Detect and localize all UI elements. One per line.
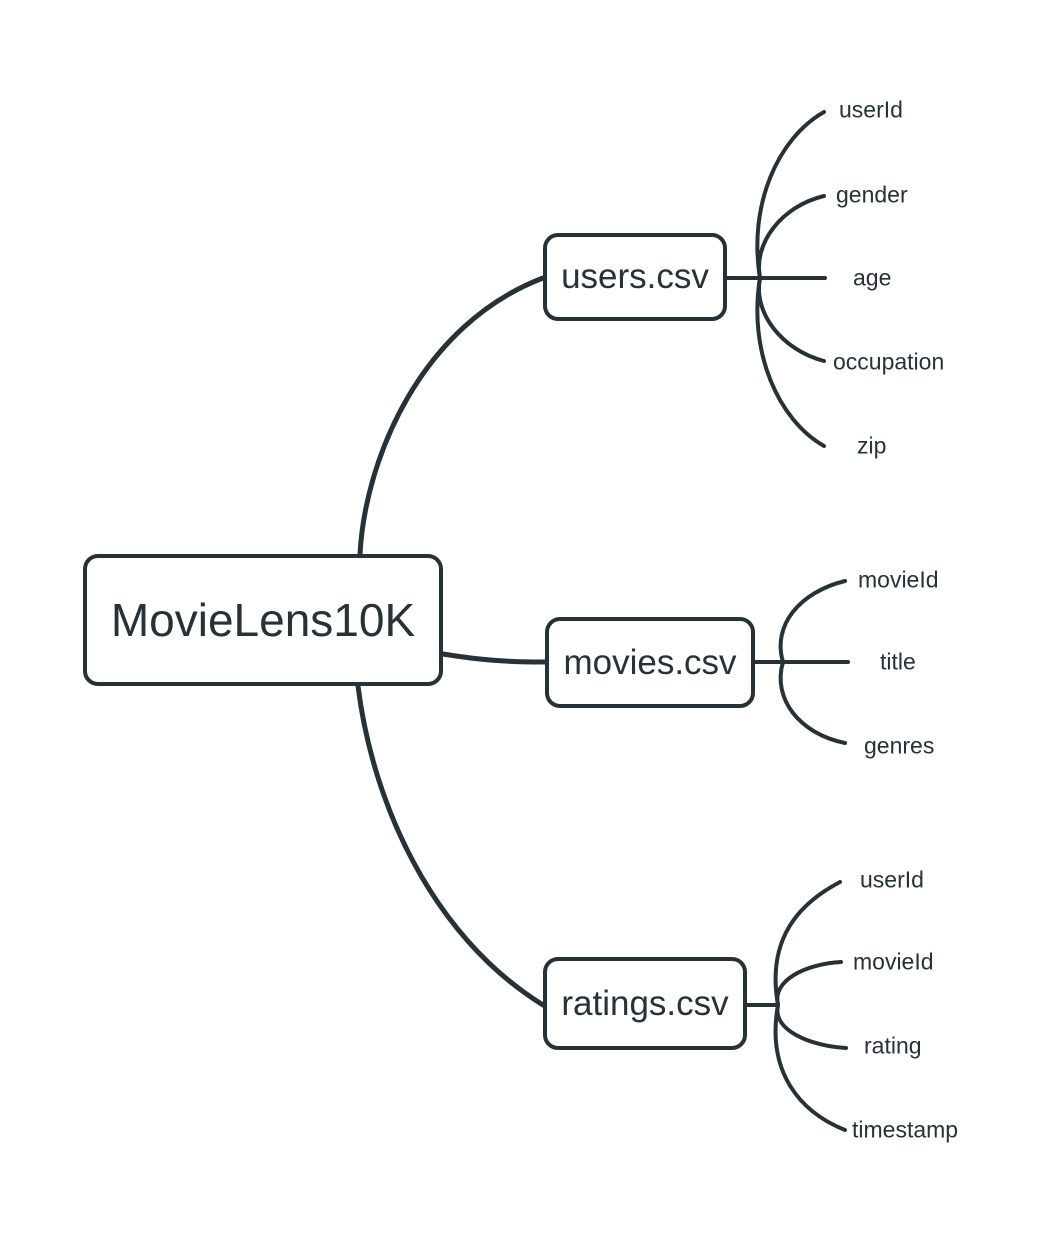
node-root-label: MovieLens10K — [110, 594, 416, 646]
edge-users-userid — [755, 110, 826, 280]
node-root: MovieLens10K — [83, 554, 443, 686]
edge-root-users — [357, 275, 546, 557]
edge-ratings-rating — [775, 1003, 848, 1050]
edge-ratings-movieid — [775, 960, 843, 1007]
leaf-ratings-movieid: movieId — [853, 948, 934, 975]
leaf-movies-title: title — [880, 648, 916, 675]
node-users-csv-label: users.csv — [561, 257, 709, 296]
leaf-ratings-rating: rating — [864, 1032, 922, 1059]
leaf-users-gender: gender — [836, 181, 908, 208]
edge-ratings-timestamp — [773, 1003, 847, 1132]
node-ratings-csv-label: ratings.csv — [561, 983, 729, 1023]
leaf-users-age: age — [853, 264, 892, 291]
edge-users-zip — [755, 276, 826, 448]
edge-users-gender — [756, 194, 826, 280]
leaf-users-zip: zip — [857, 432, 887, 459]
node-movies-csv: movies.csv — [545, 617, 755, 708]
edge-movies-movieid — [778, 579, 847, 664]
edge-ratings-userid — [773, 880, 842, 1007]
leaf-ratings-userid: userId — [860, 866, 924, 893]
edge-movies-genres — [778, 660, 847, 745]
edge-root-ratings — [355, 683, 546, 1008]
leaf-ratings-timestamp: timestamp — [852, 1116, 959, 1143]
leaf-users-userid: userId — [839, 96, 903, 123]
edge-users-occupation — [756, 276, 826, 363]
leaf-movies-movieid: movieId — [858, 566, 939, 593]
node-movies-csv-label: movies.csv — [563, 642, 737, 682]
edge-root-movies — [440, 651, 548, 665]
node-ratings-csv: ratings.csv — [543, 957, 747, 1050]
leaf-movies-genres: genres — [864, 732, 935, 759]
leaf-users-occupation: occupation — [833, 348, 945, 375]
node-users-csv: users.csv — [543, 233, 727, 321]
